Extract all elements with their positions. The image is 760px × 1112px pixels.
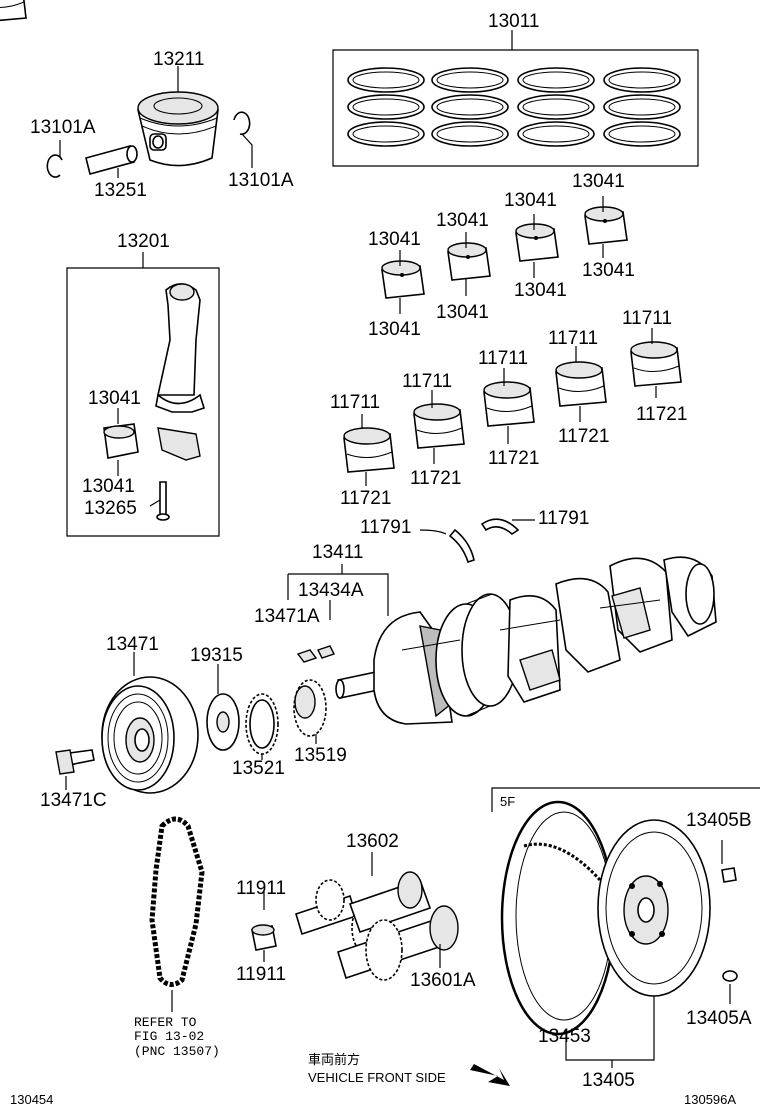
label-flywheel-bolt: 13405B [686, 810, 752, 831]
page-code-right: 130596A [684, 1092, 736, 1107]
thrust-washers [419, 518, 535, 564]
label-thrust-washer-right: 11791 [538, 508, 589, 529]
label-piston-pin: 13251 [94, 180, 147, 201]
label-signal-plate: 19315 [190, 645, 243, 666]
label-main-bearing-lower-5: 11721 [636, 404, 687, 425]
label-conrod-bearing-b-top: 13041 [436, 210, 489, 231]
label-main-bearing-lower-3: 11721 [488, 448, 539, 469]
label-thrust-washer-left: 11791 [360, 517, 411, 538]
signal-plate [206, 664, 240, 751]
label-main-bearing-upper-1: 11711 [330, 392, 380, 413]
label-rod-bolt: 13265 [84, 498, 137, 519]
timing-chain [149, 816, 205, 1012]
label-balance-bearing-bot: 11911 [236, 964, 286, 985]
label-crank-sprocket: 13519 [294, 745, 347, 766]
piston-ring-set [332, 30, 699, 167]
label-flywheel: 13405 [582, 1070, 635, 1091]
label-main-bearing-upper-4: 11711 [548, 328, 598, 349]
main-bearings [0, 0, 682, 486]
label-chain-ref-3: (PNC 13507) [134, 1044, 220, 1059]
flywheel-group [491, 787, 760, 1068]
label-main-bearing-lower-1: 11721 [340, 488, 391, 509]
label-conrod-bearing-a-top: 13041 [368, 229, 421, 250]
label-snap-ring-right: 13101A [228, 170, 294, 191]
crank-gear [245, 693, 279, 760]
label-crankshaft: 13411 [312, 542, 363, 563]
label-balance-shaft: 13602 [346, 831, 399, 852]
page-code-left: 130454 [10, 1092, 53, 1107]
label-ring-gear: 13453 [538, 1026, 591, 1047]
label-conrod-bearing-b-bot: 13041 [436, 302, 489, 323]
pulley-bolt [55, 749, 95, 790]
crank-pulley [101, 652, 199, 794]
label-main-bearing-upper-5: 11711 [622, 308, 672, 329]
snap-ring-left [46, 140, 63, 178]
label-crank-key-b: 13471A [254, 606, 320, 627]
connecting-rod-box [66, 252, 220, 537]
label-piston-ring-set: 13011 [488, 11, 539, 32]
label-flywheel-pin: 13405A [686, 1008, 752, 1029]
piston-pin [85, 145, 138, 178]
label-main-bearing-lower-2: 11721 [410, 468, 461, 489]
label-connecting-rod: 13201 [117, 231, 170, 252]
label-rod-bearing-upper: 13041 [88, 388, 141, 409]
label-conrod-bearing-c-top: 13041 [504, 190, 557, 211]
label-main-bearing-upper-2: 11711 [402, 371, 452, 392]
label-flywheel-group: 5F [500, 794, 515, 809]
direction-english: VEHICLE FRONT SIDE [308, 1070, 446, 1085]
label-conrod-bearing-d-bot: 13041 [582, 260, 635, 281]
label-conrod-bearing-c-bot: 13041 [514, 280, 567, 301]
balance-shafts [251, 852, 459, 981]
label-snap-ring-left: 13101A [30, 117, 96, 138]
crankshaft [287, 556, 717, 725]
label-conrod-bearing-d-top: 13041 [572, 171, 625, 192]
label-balance-shaft-no2: 13601A [410, 970, 476, 991]
direction-note: 車両前方 VEHICLE FRONT SIDE [308, 1052, 446, 1085]
vehicle-front-arrow-icon [470, 1064, 510, 1086]
label-balance-bearing-top: 11911 [236, 878, 286, 899]
part-labels: 13011 13211 13101A 13101A 13251 13201 13… [30, 11, 752, 1091]
label-pulley-bolt: 13471C [40, 790, 107, 811]
label-crank-key-a: 13434A [298, 580, 364, 601]
label-main-bearing-lower-4: 11721 [558, 426, 609, 447]
piston [136, 66, 219, 167]
snap-ring-right [233, 111, 253, 168]
label-rod-bearing-lower: 13041 [82, 476, 135, 497]
crank-sprocket [293, 679, 327, 744]
label-crank-gear: 13521 [232, 758, 285, 779]
label-chain-ref-2: FIG 13-02 [134, 1029, 204, 1044]
direction-japanese: 車両前方 [308, 1052, 360, 1067]
label-conrod-bearing-a-bot: 13041 [368, 319, 421, 340]
label-piston: 13211 [153, 49, 204, 70]
label-chain-ref-1: REFER TO [134, 1015, 197, 1030]
label-crank-pulley: 13471 [106, 634, 159, 655]
label-main-bearing-upper-3: 11711 [478, 348, 528, 369]
